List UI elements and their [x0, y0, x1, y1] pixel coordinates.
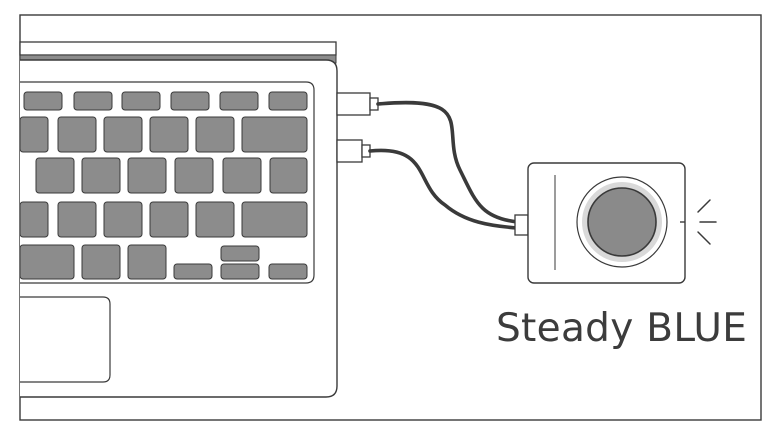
cables [368, 100, 520, 230]
key [149, 116, 189, 153]
key [222, 157, 262, 194]
light-rays-icon [697, 199, 717, 245]
key [57, 116, 97, 153]
key [127, 157, 167, 194]
trackpad [20, 296, 111, 383]
key [195, 116, 235, 153]
key [241, 116, 308, 153]
key [57, 201, 97, 238]
laptop-lid [19, 41, 337, 64]
key [127, 244, 167, 280]
key [268, 91, 308, 111]
status-caption: Steady BLUE [496, 306, 748, 351]
key [170, 91, 210, 111]
keyboard-keys [19, 91, 308, 280]
cable-upper [376, 100, 520, 224]
key [103, 116, 143, 153]
key [103, 201, 143, 238]
key [268, 263, 308, 280]
key [19, 116, 49, 153]
key [174, 157, 214, 194]
key [220, 245, 260, 262]
usb-plug-upper [336, 92, 379, 116]
cable-lower [368, 148, 520, 230]
key [173, 263, 213, 280]
key [195, 201, 235, 238]
key [121, 91, 161, 111]
key [219, 91, 259, 111]
key [73, 91, 113, 111]
key [81, 244, 121, 280]
key [220, 263, 260, 280]
dongle-connector [514, 214, 529, 236]
key [81, 157, 121, 194]
key [23, 91, 63, 111]
key [241, 201, 308, 238]
key [19, 244, 75, 280]
key [35, 157, 75, 194]
round-button [576, 176, 668, 268]
key [269, 157, 308, 194]
key [19, 201, 49, 238]
key [149, 201, 189, 238]
